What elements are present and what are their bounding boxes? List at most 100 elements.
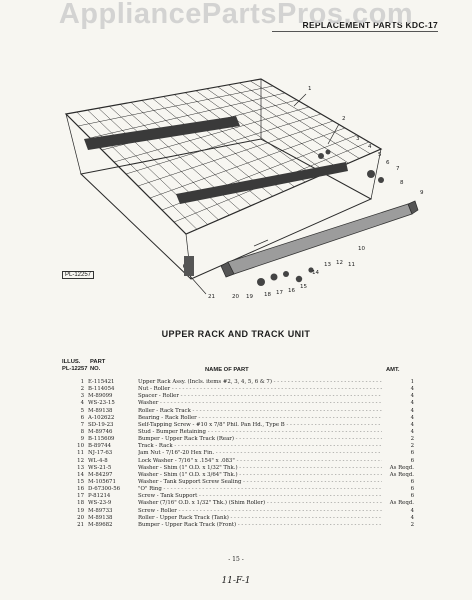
part-no: B-114054 [88,386,115,393]
track-bumper-front [220,261,235,278]
part-name: Nut - Roller [138,386,382,393]
part-amt: As Reqd. [389,464,414,471]
column-header-illus-line2: PL-12257 [62,366,88,372]
column-header-name: NAME OF PART [205,367,249,373]
part-amt: 4 [410,514,414,521]
callout-17: 17 [276,290,283,296]
part-no: M-89138 [88,514,113,521]
part-amt: 2 [410,436,414,443]
illus-no: 12 [77,457,84,464]
illus-no: 20 [77,514,84,521]
column-header-part-line1: PART [90,359,106,365]
illus-no: 14 [77,471,84,478]
part-no: WS-23-15 [88,400,115,407]
callout-4: 4 [368,144,372,150]
part-amt: As Reqd. [389,500,414,507]
part-amt: 4 [410,386,414,393]
part-amt: 4 [410,421,414,428]
callout-18: 18 [264,292,271,298]
column-header-part: PART NO. [90,359,105,373]
illus-no: 7 [80,421,84,428]
table-row: 14 M-84297 Washer - Shim (1" O.D. x 3/64" … [60,472,414,479]
part-name: Bumper - Upper Rack Track (Front) [138,522,382,529]
part-no: E-115421 [88,379,115,385]
illus-no: 10 [77,443,84,450]
illus-no: 4 [80,400,84,407]
callout-8: 8 [400,180,404,186]
part-amt: 4 [410,400,414,407]
callout-19: 19 [246,294,253,300]
part-no: NJ-17-63 [88,450,113,457]
illus-no: 17 [77,493,84,500]
part-name: Washer [138,400,382,407]
part-amt: 6 [410,486,414,493]
part-name: Roller - Upper Rack Track (Tank) [138,515,382,522]
part-name: Bumper - Upper Rack Track (Rear) [138,436,382,443]
part-name: Track - Rack [138,443,382,450]
part-amt: 6 [410,478,414,485]
part-name: Screw - Tank Support [138,493,382,500]
part-amt: 4 [410,393,414,400]
rack-mid-bar [176,162,348,204]
illus-no: 21 [77,521,84,528]
part-no: M-89099 [88,393,113,400]
part-name: Washer - Shim (1" O.D. x 3/64" Thk.) [138,472,382,479]
part-amt: 1 [410,379,414,385]
part-no: M-89733 [88,507,113,514]
illus-no: 2 [80,386,84,393]
part-no: B-115609 [88,436,115,443]
callout-16: 16 [288,288,295,294]
part-no: A-102622 [88,414,115,421]
callout-12: 12 [336,260,343,266]
section-title: UPPER RACK AND TRACK UNIT [161,329,311,339]
table-row: 2 B-114054 Nut - Roller 4 [60,386,414,393]
track [227,203,413,275]
part-name: Washer - Shim (1" O.D. x 1/32" Thk.) [138,465,382,472]
illus-no: 13 [77,464,84,471]
column-header-illus-line1: ILLUS. [62,359,81,365]
part-amt: 4 [410,428,414,435]
callout-7: 7 [396,166,400,172]
callout-1: 1 [308,86,312,92]
part-amt: 4 [410,414,414,421]
part-name: Upper Rack Assy. (Incls. items #2, 3, 4,… [138,379,382,386]
part-amt: 4 [410,407,414,414]
illus-no: 9 [80,436,84,443]
part-amt: As Reqd. [389,471,414,478]
callout-11: 11 [348,262,355,268]
part-no: WS-23-9 [88,500,112,507]
part-name: Lock Washer - 7/16" x .154" x .083" [138,458,382,465]
part-amt: 4 [410,507,414,514]
part-name: Stud - Bumper Retaining [138,429,382,436]
illus-no: 1 [80,379,84,385]
part-name: Washer - Tank Support Screw Sealing [138,479,382,486]
part-name: Self-Tapping Screw - #10 x 7/8" Phil. Pa… [138,422,382,429]
part-name: Jam Nut - 7/16"-20 Hex Fin. [138,450,382,457]
part-name: "O" Ring [138,486,382,493]
illus-no: 16 [77,486,84,493]
table-row: 16D-67300-56"O" Ring6 [60,486,414,493]
illus-no: 15 [77,478,84,485]
handwritten-note: 11-F-1 [221,576,251,586]
table-row: 1 E-115421 Upper Rack Assy. (Incls. items … [60,379,414,386]
header-rule [272,31,438,32]
part-no: M-89746 [88,428,113,435]
part-no: P-81214 [88,493,111,500]
part-amt: 6 [410,457,414,464]
rack-wires [76,80,371,230]
part-name: Spacer - Roller [138,393,382,400]
page-number: - 15 - [228,556,244,563]
callout-5: 5 [378,152,382,158]
illus-no: 5 [80,407,84,414]
part-no: M-84297 [88,471,113,478]
